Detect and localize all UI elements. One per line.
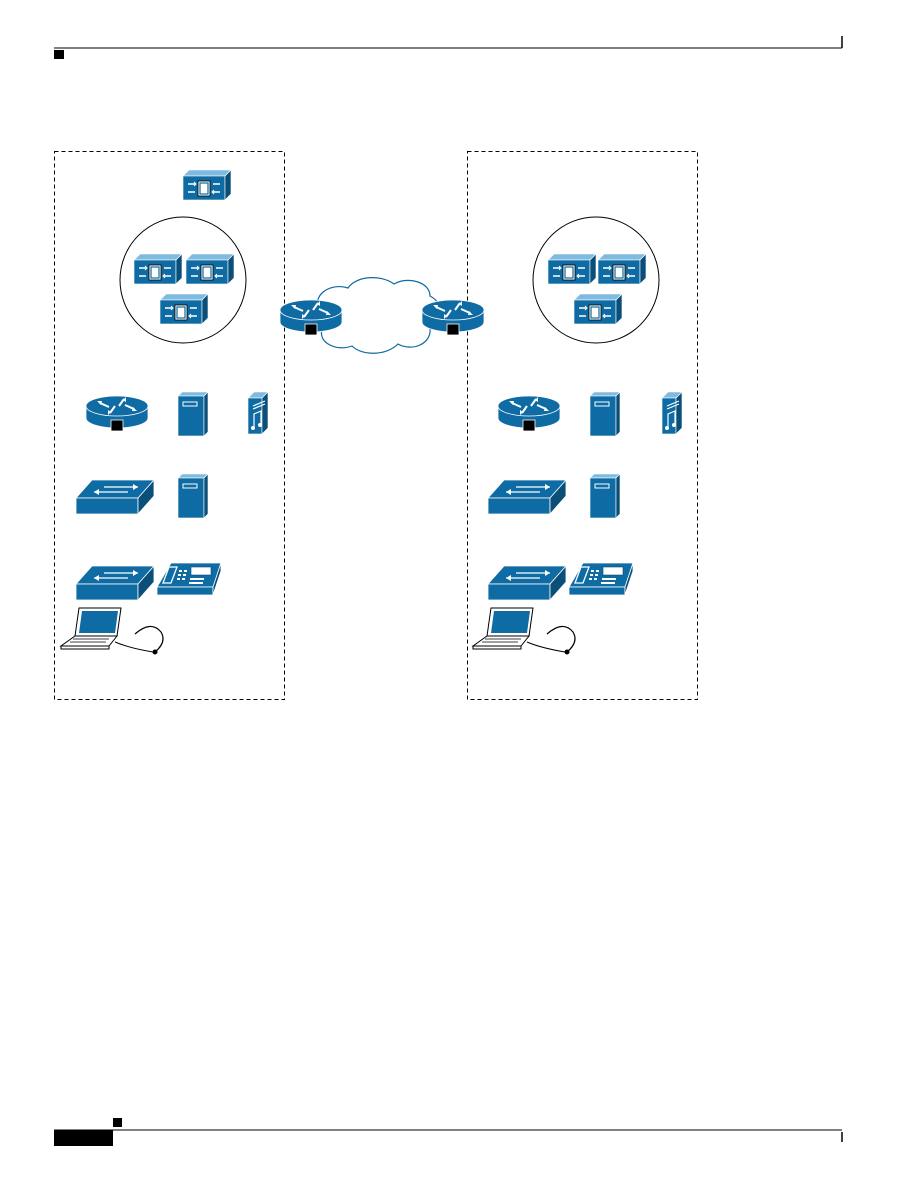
site-b-boundary xyxy=(467,151,698,700)
call-manager-icon xyxy=(185,253,235,285)
site-a-boundary xyxy=(54,151,285,700)
call-manager-icon xyxy=(159,293,209,325)
site-a-cluster-circle xyxy=(119,216,247,344)
voice-gateway-router-icon xyxy=(85,395,149,432)
server-icon xyxy=(177,473,209,519)
site-b-cluster-circle xyxy=(532,216,660,344)
laptop-icon xyxy=(472,607,534,650)
headset-icon xyxy=(526,625,576,656)
page-header xyxy=(54,36,843,59)
lan-switch-icon xyxy=(75,479,155,515)
lan-switch-icon xyxy=(487,479,567,515)
page-footer xyxy=(54,1118,843,1146)
call-manager-icon xyxy=(133,253,183,285)
voice-gateway-router-icon xyxy=(497,395,561,432)
server-icon xyxy=(589,473,621,519)
call-manager-icon xyxy=(597,253,647,285)
server-icon xyxy=(177,391,209,437)
voicemail-server-icon xyxy=(247,391,269,435)
call-manager-standalone-icon xyxy=(182,169,232,201)
access-switch-icon xyxy=(75,565,155,601)
call-manager-icon xyxy=(573,293,623,325)
headset-icon xyxy=(114,625,164,656)
access-switch-icon xyxy=(487,565,567,601)
call-manager-icon xyxy=(547,253,597,285)
voicemail-server-icon xyxy=(661,391,683,435)
server-icon xyxy=(589,391,621,437)
ip-phone-icon xyxy=(156,562,222,596)
laptop-icon xyxy=(60,607,122,650)
ip-phone-icon xyxy=(568,562,634,596)
wan-router-b-icon xyxy=(421,299,485,336)
